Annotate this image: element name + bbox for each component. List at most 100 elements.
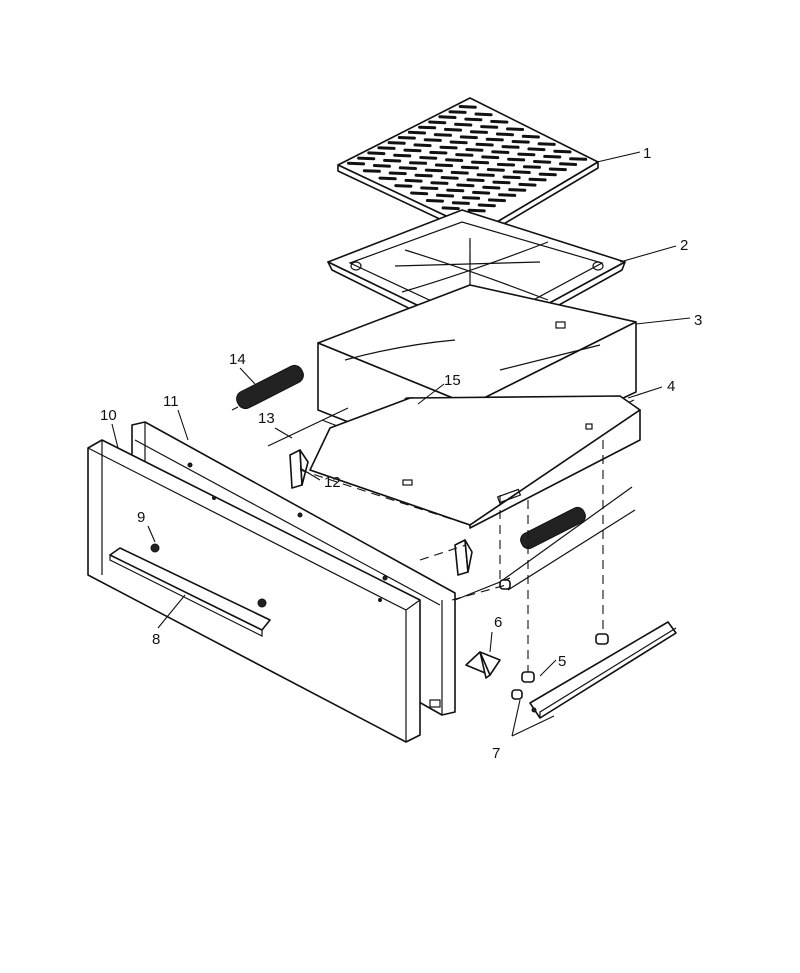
grid-slot (467, 208, 486, 213)
grid-slot (436, 193, 455, 198)
callout-5: 5 (558, 653, 566, 670)
grid-slot (362, 169, 381, 173)
grid-slot (474, 112, 493, 117)
grid-slot (480, 125, 499, 129)
callout-leaders (111, 151, 691, 737)
grid-slot (481, 155, 500, 160)
grid-slot (459, 135, 478, 140)
callout-13: 13 (258, 410, 275, 427)
assembly-guide-lines (299, 238, 604, 672)
grid-slot (498, 193, 517, 197)
grid-slot (438, 115, 457, 119)
callout-3: 3 (694, 312, 702, 329)
drawer-bracket-part (289, 449, 473, 576)
grid-slot (388, 171, 407, 176)
grid-slot (378, 176, 397, 181)
rear-rail-part (499, 579, 677, 719)
grid-slot (450, 170, 469, 175)
grid-slot (527, 147, 546, 152)
callout-labels: 1 2 3 4 5 6 7 8 9 10 11 12 13 14 15 (100, 145, 702, 762)
grid-slot (423, 138, 442, 142)
grid-slot (495, 132, 514, 137)
grid-slot (458, 105, 477, 109)
grid-slot (451, 201, 470, 205)
grid-slot (462, 196, 481, 200)
grid-slot (486, 168, 505, 172)
spring-part (231, 364, 586, 550)
grid-slot (403, 148, 422, 153)
grid-slot (508, 188, 527, 192)
grid-slot (559, 162, 578, 166)
grid-slot (347, 161, 366, 166)
grid-slot (444, 127, 463, 132)
grid-slot (475, 142, 494, 147)
grid-slot (537, 142, 556, 146)
clip-part (465, 651, 501, 679)
grid-slot (569, 157, 588, 161)
grid-slot (538, 172, 557, 177)
grid-slot (357, 156, 376, 161)
callout-4: 4 (667, 378, 675, 395)
grid-slot (393, 153, 412, 158)
callout-11: 11 (163, 393, 179, 410)
grid-slot (528, 177, 547, 182)
grid-slot (449, 140, 468, 145)
grid-slot (485, 137, 504, 142)
grid-slot (414, 173, 433, 178)
grid-slot (394, 184, 413, 188)
grid-slot (522, 165, 541, 169)
grid-slot (398, 166, 417, 170)
grid-slot (464, 117, 483, 122)
grid-slot (430, 181, 449, 185)
grid-slot (482, 185, 501, 190)
grid-slot (511, 140, 530, 144)
grid-slot (491, 150, 510, 154)
grid-slot (429, 150, 448, 155)
grid-slot (496, 162, 516, 167)
grid-slot (434, 163, 454, 168)
grid-slot (502, 175, 521, 180)
grid-slot (440, 176, 459, 180)
grid-slot (553, 149, 572, 154)
grid-slot (397, 136, 416, 140)
grid-slot (409, 161, 428, 165)
grid-slot (465, 148, 484, 152)
grid-slot (418, 125, 437, 130)
grid-slot (456, 183, 475, 188)
grid-slot (466, 178, 485, 182)
grid-slot (439, 145, 458, 150)
grid-slot (420, 186, 439, 190)
rod-part (267, 407, 636, 601)
grid-slot (521, 134, 540, 139)
grid-slot (507, 157, 526, 162)
grid-slot (383, 158, 402, 163)
grid-slot (404, 178, 423, 183)
callout-2: 2 (680, 237, 688, 254)
callout-8: 8 (152, 631, 160, 648)
grid-slot (506, 127, 525, 131)
grid-slot (543, 154, 562, 159)
grid-slot (448, 110, 467, 114)
grid-slot (428, 120, 447, 125)
callout-12: 12 (324, 474, 341, 491)
grid-slot (512, 170, 531, 174)
callout-7: 7 (492, 745, 500, 762)
grid-slot (454, 122, 473, 127)
handle-part (109, 547, 271, 637)
grid-slot (367, 151, 386, 156)
grid-slot (424, 168, 443, 173)
drawer-front-panel-part (87, 439, 421, 743)
grid-slot (445, 158, 464, 162)
grid-slot (460, 165, 479, 170)
grid-slot (433, 133, 452, 137)
callout-1: 1 (643, 145, 651, 162)
grid-slot (407, 130, 426, 135)
callout-15: 15 (444, 372, 461, 389)
grid-slot (413, 143, 432, 148)
grid-slot (377, 146, 396, 150)
grid-slot (476, 173, 495, 177)
grid-slot (487, 198, 506, 203)
grid-slot (548, 167, 567, 172)
grid-slot (517, 152, 536, 157)
